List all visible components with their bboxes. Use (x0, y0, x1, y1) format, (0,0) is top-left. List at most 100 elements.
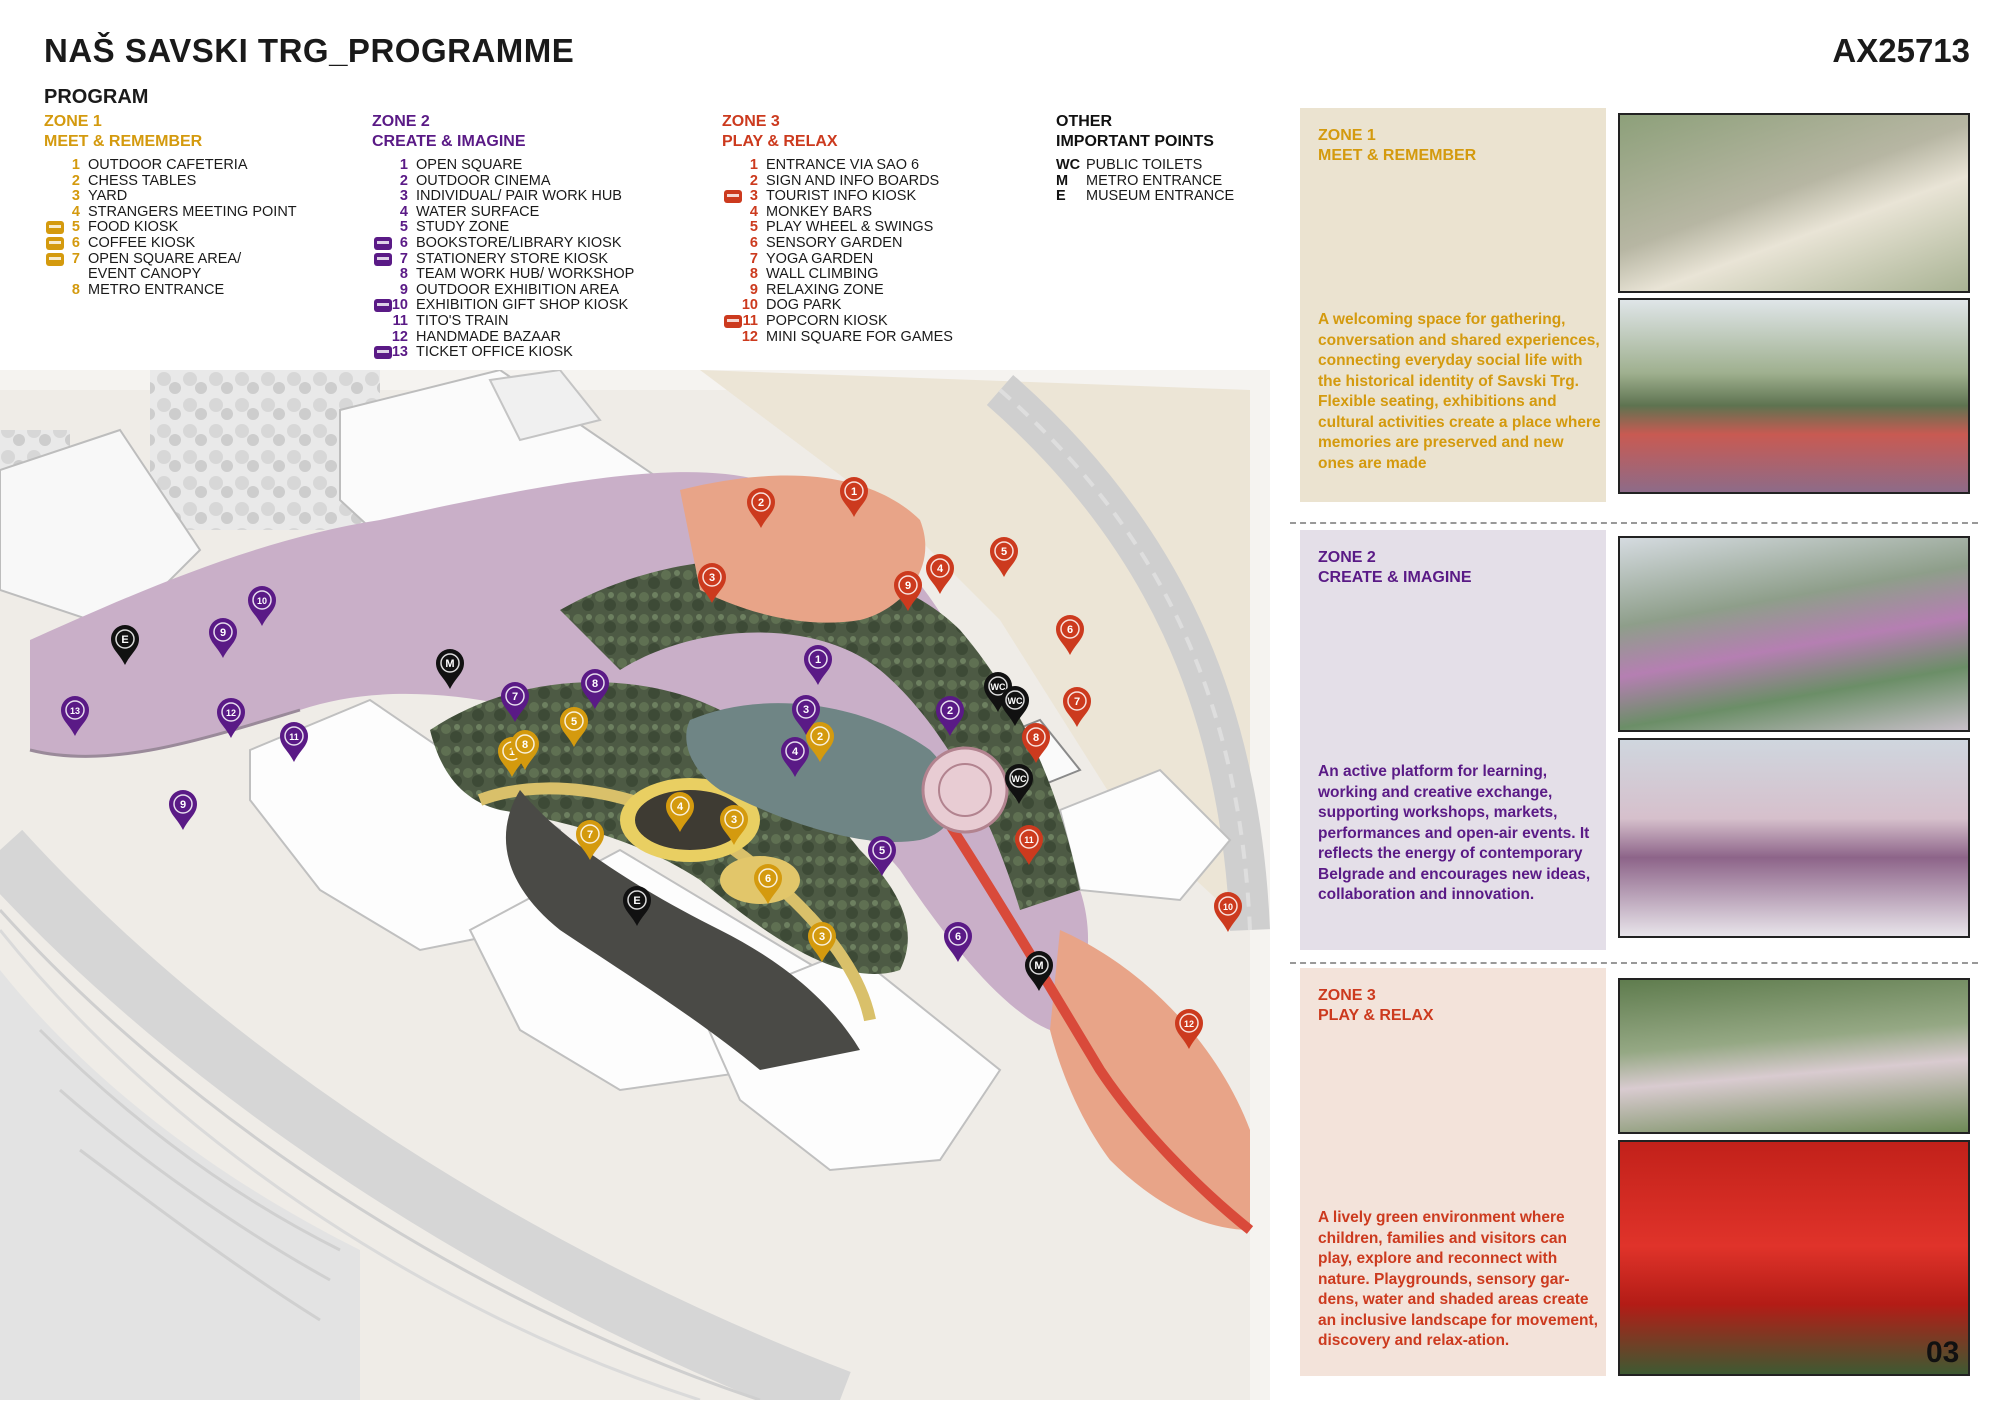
map-pin-label: 13 (70, 706, 80, 716)
map-marker-z2-1: 1 (804, 645, 832, 685)
map-pin-ring (812, 926, 832, 946)
map-markers: 1233456781234567899101112131234567891011… (61, 477, 1242, 1049)
map-pin-icon (990, 537, 1018, 577)
map-pin-icon (111, 625, 139, 665)
map-pin-ring (505, 686, 525, 706)
map-pin-label: 7 (1074, 696, 1080, 708)
legend-item-label: METRO ENTRANCE (1086, 172, 1223, 189)
legend-item-label: EXHIBITION GIFT SHOP KIOSK (416, 297, 629, 314)
legend-item-label: TEAM WORK HUB/ WORKSHOP (416, 266, 635, 283)
legend-item-label: RELAXING ZONE (766, 281, 884, 298)
legend-item-number: E (1056, 188, 1066, 205)
legend-item-label: PUBLIC TOILETS (1086, 157, 1203, 173)
legend-zone3-subtitle: PLAY & RELAX (722, 133, 838, 150)
map-pin-icon (792, 695, 820, 735)
map-marker-e: E (623, 886, 651, 926)
legend-item-label: BOOKSTORE/LIBRARY KIOSK (416, 234, 622, 251)
legend-item-label: OUTDOOR CAFETERIA (88, 157, 248, 173)
legend-item-number: 8 (399, 266, 408, 283)
map-pin-label: 2 (758, 497, 764, 509)
map-pin-icon (436, 649, 464, 689)
legend-item-number: 3 (749, 188, 758, 205)
map-pin-ring (751, 492, 771, 512)
map-pin-label: 1 (851, 486, 857, 498)
map-marker-z2-10: 10 (248, 586, 276, 626)
legend-item-number: 9 (749, 281, 758, 298)
map-pin-icon (61, 696, 89, 736)
map-pin-ring (1218, 896, 1238, 916)
legend-item-number: M (1056, 172, 1069, 189)
panel-zone3-name: PLAY & RELAX (1318, 1007, 1434, 1024)
map-pin-label: 9 (180, 799, 186, 811)
legend-item-number: 1 (399, 157, 408, 173)
map-pin-ring (785, 741, 805, 761)
map-pin-label: 1 (815, 654, 821, 666)
map-marker-z3-2: 2 (747, 488, 775, 528)
map-pin-icon (623, 886, 651, 926)
map-marker-z1-4: 4 (666, 792, 694, 832)
map-marker-z3-10: 10 (1214, 892, 1242, 932)
legend-other-title-2: IMPORTANT POINTS (1056, 133, 1214, 150)
kiosk-icon (374, 252, 392, 266)
map-pin-ring (810, 726, 830, 746)
map-pin-icon (867, 835, 896, 876)
map-pin-ring (221, 702, 241, 722)
panel-zone3: ZONE 3 PLAY & RELAX A lively green envir… (1300, 968, 1606, 1376)
map-pin-ring (724, 809, 744, 829)
legend-item-number: 8 (749, 266, 758, 283)
kiosk-icon (374, 346, 392, 360)
map-pin-label: E (633, 895, 640, 907)
map-pin-ring (872, 840, 892, 860)
map-marker-z2-2: 2 (936, 696, 964, 736)
map-pin-ring (898, 575, 918, 595)
legend-item: 8 TEAM WORK HUB/ WORKSHOP (372, 266, 635, 283)
map-marker-z2-4: 4 (781, 737, 809, 777)
map-pin-label: 12 (1184, 1019, 1194, 1029)
legend-item-label: OPEN SQUARE (416, 157, 523, 173)
map-pin-ring (930, 558, 950, 578)
panel-zone2-name: CREATE & IMAGINE (1318, 569, 1472, 586)
panel-zone1-description: A welcoming space for gathering, convers… (1318, 311, 1601, 472)
panel-divider-2 (1290, 962, 1978, 964)
map-pin-label: 9 (905, 580, 911, 592)
map-pin-icon (1005, 764, 1033, 804)
map-pin-label: M (445, 658, 454, 670)
legend-zone1-title: ZONE 1 (44, 113, 102, 130)
map-marker-z3-3: 3 (698, 563, 726, 603)
legend-item-number: 2 (399, 172, 408, 189)
map-pin-label: 6 (955, 931, 961, 943)
legend-item-number: 1 (749, 157, 758, 173)
panel-zone3-description: A lively green environment where childre… (1318, 1209, 1598, 1349)
legend-item-number: 4 (71, 203, 80, 220)
legend-item-label: SIGN AND INFO BOARDS (766, 172, 940, 189)
map-pin-ring (808, 649, 828, 669)
legend-item-label: POPCORN KIOSK (766, 312, 888, 329)
program-heading: PROGRAM (44, 86, 149, 108)
map-pin-ring (585, 673, 605, 693)
map-pin-icon (169, 790, 197, 830)
map-pin-label: 6 (765, 873, 771, 885)
map-pin-label: 10 (257, 596, 267, 606)
map-marker-z2-13: 13 (61, 696, 89, 736)
legend-item-number: 5 (749, 219, 758, 236)
map-marker-z2-9: 9 (209, 618, 237, 658)
legend-item-label: TITO'S TRAIN (416, 312, 509, 329)
zone3-photo-top (1618, 978, 1970, 1134)
map-pin-ring (173, 794, 193, 814)
legend-item-label: INDIVIDUAL/ PAIR WORK HUB (416, 188, 622, 205)
map-pin-ring (115, 629, 135, 649)
legend-item-number: 5 (71, 219, 80, 236)
map-pin-label: 10 (1223, 902, 1233, 912)
map-pin-label: 11 (289, 732, 299, 742)
